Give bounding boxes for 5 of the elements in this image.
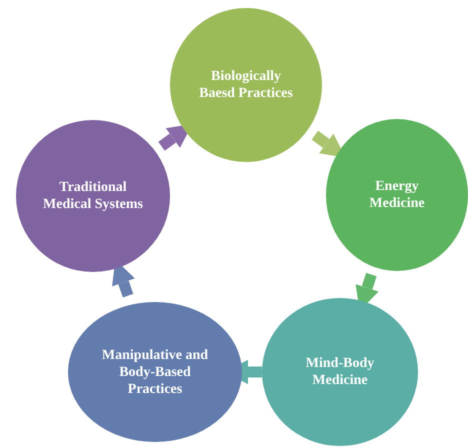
node-label: Mind-Body Medicine (304, 355, 376, 389)
node-label: Energy Medicine (368, 178, 426, 212)
node-label: Traditional Medical Systems (43, 179, 143, 213)
node-label: Biologically Baesd Practices (198, 68, 294, 102)
node-label: Manipulative and Body-Based Practices (100, 346, 210, 398)
